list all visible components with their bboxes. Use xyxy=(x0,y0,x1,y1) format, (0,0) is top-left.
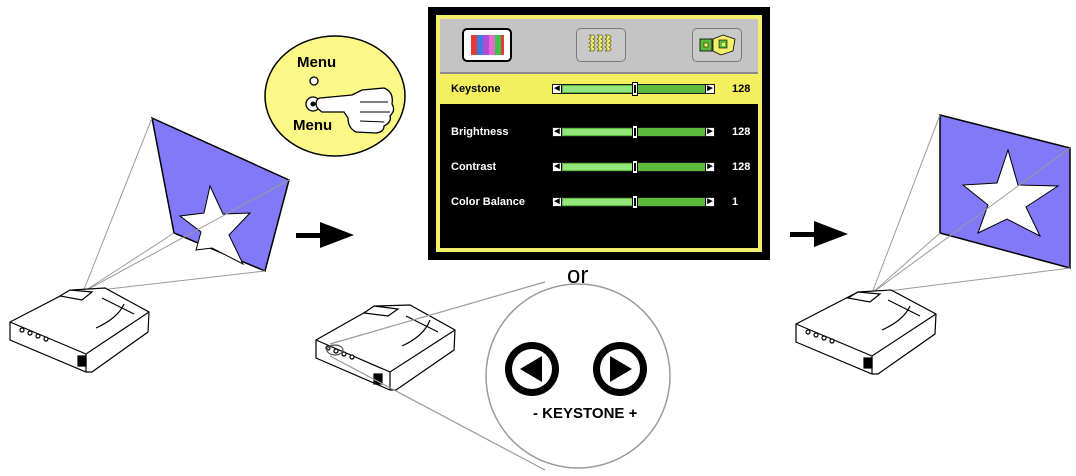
or-label: or xyxy=(567,262,589,289)
keystone-label: - KEYSTONE + xyxy=(533,405,638,422)
osd-row-value: 128 xyxy=(732,161,751,173)
slider-knob[interactable] xyxy=(632,160,638,174)
osd-row-color-balance[interactable]: Color Balance◀▶1 xyxy=(440,187,758,217)
osd-tab-bar xyxy=(440,19,758,74)
slider-fill xyxy=(563,199,635,205)
image-adjust-icon xyxy=(588,34,612,52)
slider-right-icon[interactable]: ▶ xyxy=(705,128,714,136)
osd-row-value: 128 xyxy=(732,83,751,95)
star-icon xyxy=(178,184,252,266)
osd-row-brightness[interactable]: Brightness◀▶128 xyxy=(440,117,758,147)
right-projector xyxy=(795,289,937,375)
osd-row-label: Color Balance xyxy=(451,196,525,208)
keystone-magnifier xyxy=(329,281,671,471)
osd-row-label: Contrast xyxy=(451,161,497,173)
slider-left-icon[interactable]: ◀ xyxy=(553,163,562,171)
tab-image[interactable] xyxy=(576,28,626,62)
arrow-right-icon xyxy=(790,221,848,247)
osd-row-contrast[interactable]: Contrast◀▶128 xyxy=(440,152,758,182)
slider-left-icon[interactable]: ◀ xyxy=(553,128,562,136)
osd-slider[interactable]: ◀▶ xyxy=(552,82,715,96)
arrow-right-icon xyxy=(610,356,632,382)
menu-label-top: Menu xyxy=(297,54,337,71)
arrow-right-icon xyxy=(296,222,354,248)
slider-fill xyxy=(563,129,635,135)
tab-settings[interactable] xyxy=(692,28,742,62)
color-bars-icon xyxy=(471,35,504,55)
osd-row-label: Brightness xyxy=(451,126,509,138)
slider-fill xyxy=(563,86,635,92)
slider-right-icon[interactable]: ▶ xyxy=(705,198,714,206)
tab-color[interactable] xyxy=(462,28,512,62)
osd-row-label: Keystone xyxy=(451,83,501,95)
slider-left-icon[interactable]: ◀ xyxy=(553,85,562,93)
left-projected-screen xyxy=(82,116,290,293)
slider-left-icon[interactable]: ◀ xyxy=(553,198,562,206)
menu-label-bottom: Menu xyxy=(293,117,333,134)
osd-slider[interactable]: ◀▶ xyxy=(552,160,715,174)
slider-fill xyxy=(563,164,635,170)
keystone-minus-button xyxy=(505,342,559,396)
slider-right-icon[interactable]: ▶ xyxy=(705,163,714,171)
settings-icon xyxy=(699,34,736,56)
right-projected-screen xyxy=(871,114,1071,294)
slider-knob[interactable] xyxy=(632,125,638,139)
osd-row-keystone[interactable]: Keystone◀▶128 xyxy=(440,74,758,104)
arrow-left-icon xyxy=(520,356,542,382)
osd-row-value: 128 xyxy=(732,126,751,138)
osd-slider[interactable]: ◀▶ xyxy=(552,195,715,209)
keystone-plus-button xyxy=(593,342,647,396)
star-icon xyxy=(961,148,1060,238)
slider-knob[interactable] xyxy=(632,195,638,209)
slider-right-icon[interactable]: ▶ xyxy=(705,85,714,93)
slider-knob[interactable] xyxy=(632,82,638,96)
osd-slider[interactable]: ◀▶ xyxy=(552,125,715,139)
left-projector xyxy=(9,287,150,373)
middle-projector xyxy=(315,304,456,391)
menu-callout xyxy=(264,35,406,157)
osd-row-value: 1 xyxy=(732,196,739,208)
